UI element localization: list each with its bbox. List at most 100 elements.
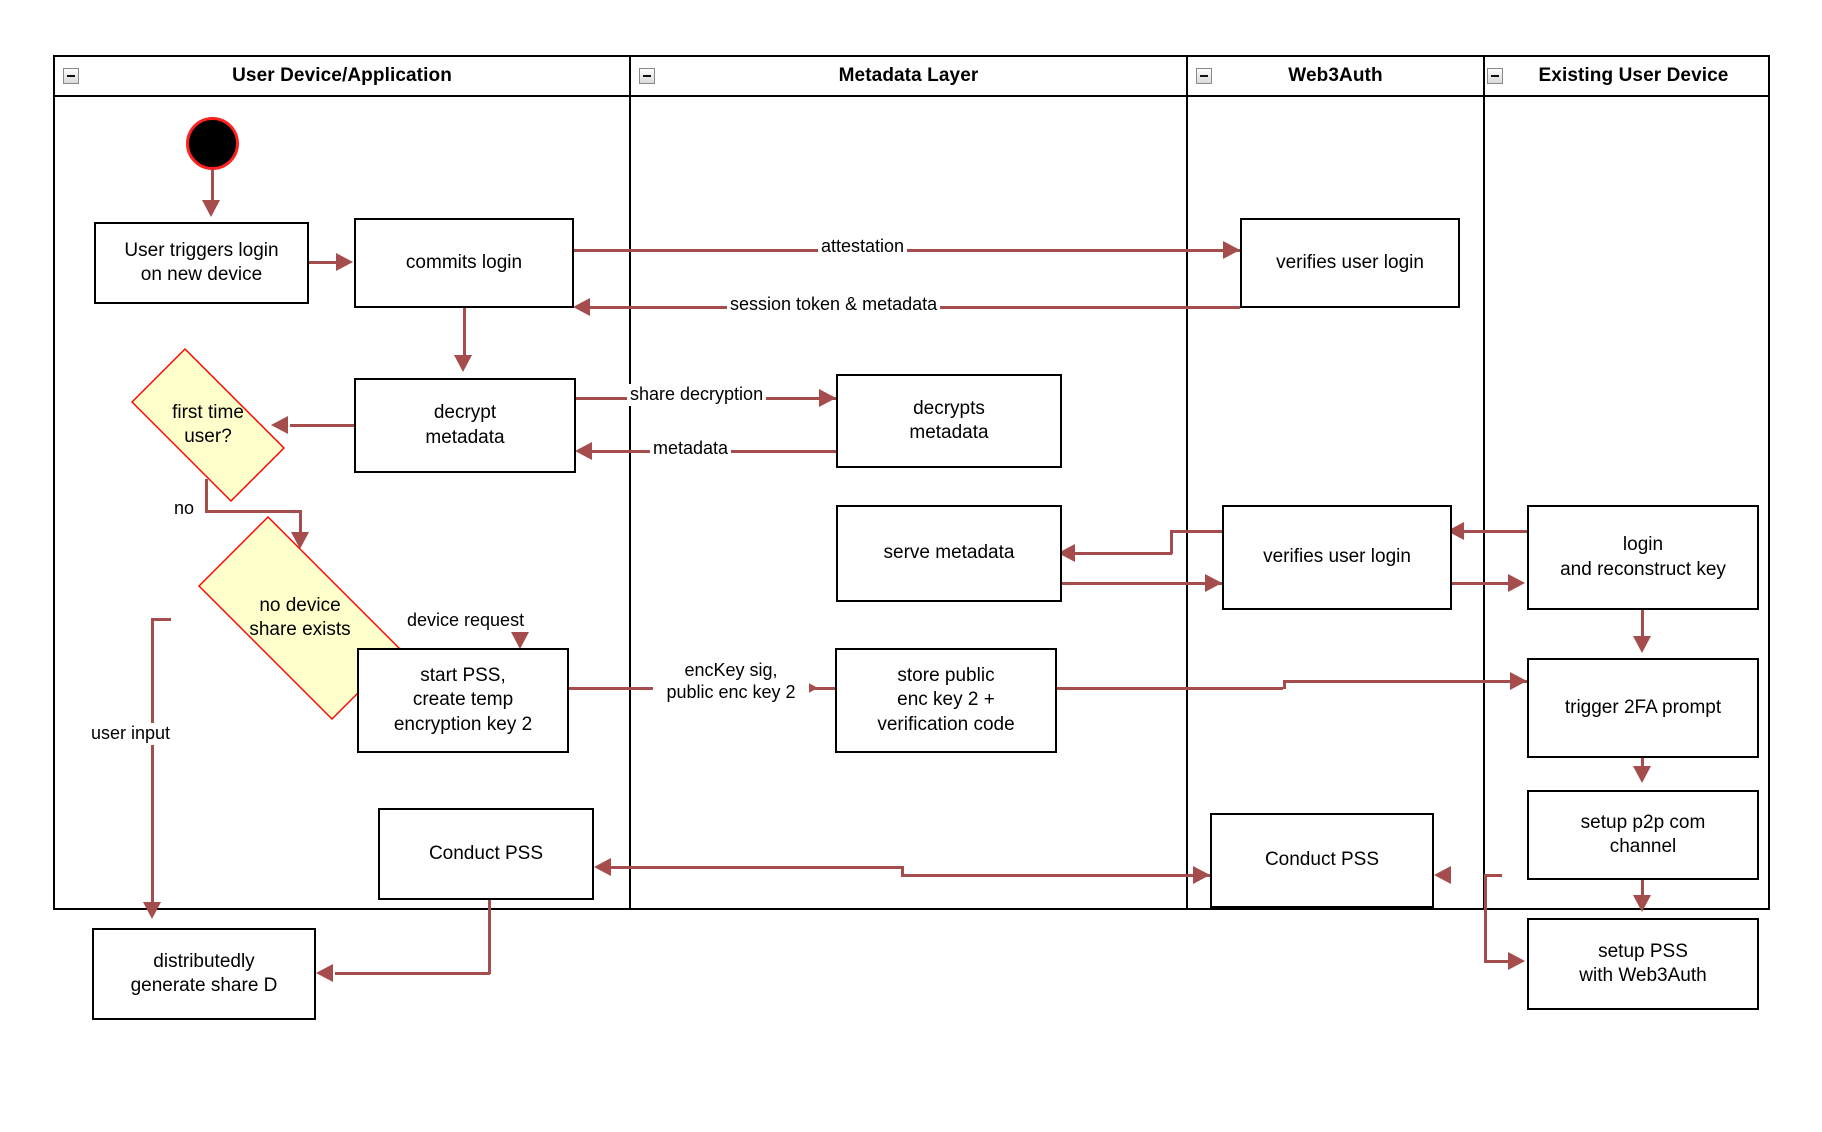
arrowhead-right — [1510, 672, 1527, 690]
arrowhead-right — [1223, 241, 1240, 259]
node-first-time-user[interactable]: first time user? — [108, 348, 308, 502]
arrowhead-left — [594, 858, 611, 876]
arrowhead-down — [1633, 895, 1651, 912]
edge-label-enckey-sig: encKey sig, public enc key 2 — [653, 660, 809, 704]
edge-label-user-input: user input — [88, 723, 174, 745]
edge-commits-to-decrypt — [463, 308, 466, 361]
node-label: User triggers login on new device — [124, 239, 279, 285]
lane-header-web3auth[interactable]: Web3Auth — [1188, 57, 1485, 97]
edge-user-triggers-to-commits — [309, 261, 339, 264]
node-decrypts-metadata[interactable]: decrypts metadata — [836, 374, 1062, 468]
edge-verifies-2-to-login — [1452, 582, 1510, 585]
node-label: setup PSS with Web3Auth — [1579, 940, 1707, 986]
arrowhead-down — [1633, 636, 1651, 653]
edge-setup-pss-to-conduct-pss-h — [1484, 874, 1502, 877]
node-user-triggers-login[interactable]: User triggers login on new device — [94, 222, 309, 304]
edge-trigger2fa-to-p2p — [1641, 758, 1644, 772]
node-setup-pss-with-web3auth[interactable]: setup PSS with Web3Auth — [1527, 918, 1759, 1010]
lane-divider-2 — [1186, 97, 1188, 908]
edge-verifies-2-to-serve-metadata-in — [1062, 552, 1172, 555]
node-commits-login[interactable]: commits login — [354, 218, 574, 308]
node-label: login and reconstruct key — [1560, 534, 1726, 580]
node-label: verifies user login — [1276, 251, 1424, 273]
node-label: Conduct PSS — [1264, 849, 1380, 871]
arrowhead-down — [1633, 766, 1651, 783]
arrowhead-left — [271, 416, 288, 434]
node-serve-metadata[interactable]: serve metadata — [836, 505, 1062, 602]
lane-header-user-device-application[interactable]: User Device/Application — [55, 57, 631, 97]
arrowhead-right — [1205, 574, 1222, 592]
node-start-pss[interactable]: start PSS, create temp encryption key 2 — [357, 648, 569, 753]
edge-verifies-2-to-serve-metadata-top — [1170, 530, 1224, 533]
edge-store-key-to-trigger2fa-1 — [1057, 687, 1283, 690]
node-label: commits login — [405, 251, 523, 273]
node-verifies-user-login-1[interactable]: verifies user login — [1240, 218, 1460, 308]
arrowhead-down — [454, 355, 472, 372]
node-no-device-share-exists[interactable]: no device share exists — [166, 516, 434, 720]
edge-conduct-pss-link-right — [901, 874, 1210, 877]
edge-setup-pss-to-conduct-pss-v — [1484, 876, 1487, 962]
edge-label-share-decryption: share decryption — [627, 384, 767, 406]
node-verifies-user-login-2[interactable]: verifies user login — [1222, 505, 1452, 610]
node-label: trigger 2FA prompt — [1564, 696, 1722, 718]
edge-label-attestation: attestation — [818, 236, 908, 258]
node-login-and-reconstruct-key[interactable]: login and reconstruct key — [1527, 505, 1759, 610]
node-label: serve metadata — [883, 542, 1015, 564]
arrowhead-right — [336, 253, 353, 271]
edge-serve-metadata-to-verifies-2-out — [1062, 582, 1222, 585]
node-store-public-enc-key[interactable]: store public enc key 2 + verification co… — [835, 648, 1057, 753]
node-conduct-pss-web3auth[interactable]: Conduct PSS — [1210, 813, 1434, 908]
node-label: first time user? — [172, 401, 244, 447]
node-label: Conduct PSS — [428, 842, 544, 864]
edge-store-key-to-trigger2fa-2 — [1283, 680, 1527, 683]
lane-title: User Device/Application — [232, 65, 452, 86]
arrowhead-left — [1058, 544, 1075, 562]
arrowhead-right — [1508, 574, 1525, 592]
edge-setup-pss-in — [1484, 960, 1510, 963]
node-label: verifies user login — [1263, 546, 1411, 568]
arrowhead-down — [511, 632, 529, 649]
edge-label-line-1: encKey sig, — [684, 660, 778, 680]
swimlane-frame — [53, 55, 1770, 910]
collapse-minus-icon[interactable] — [639, 68, 655, 84]
edge-conduct-pss-link-left — [599, 866, 903, 869]
lane-divider-3 — [1483, 97, 1485, 908]
node-setup-p2p-com-channel[interactable]: setup p2p com channel — [1527, 790, 1759, 880]
node-label: start PSS, create temp encryption key 2 — [393, 665, 533, 735]
edge-conduct-pss-link-jog — [901, 866, 904, 876]
node-distributedly-generate-share-d[interactable]: distributedly generate share D — [92, 928, 316, 1020]
edge-start-to-user-triggers-login — [211, 170, 214, 206]
lane-header-existing-user-device[interactable]: Existing User Device — [1485, 57, 1768, 97]
edge-login-to-verifies-2 — [1452, 530, 1527, 533]
collapse-minus-icon[interactable] — [1487, 68, 1503, 84]
node-conduct-pss-user[interactable]: Conduct PSS — [378, 808, 594, 900]
node-decrypt-metadata[interactable]: decrypt metadata — [354, 378, 576, 473]
edge-verifies-2-to-serve-metadata-drop — [1170, 530, 1173, 554]
edge-user-input-out — [151, 618, 171, 621]
arrowhead-left — [316, 964, 333, 982]
lane-title: Existing User Device — [1538, 65, 1729, 86]
edge-user-input-down — [151, 618, 154, 908]
lane-header-metadata-layer[interactable]: Metadata Layer — [631, 57, 1188, 97]
edge-first-time-user-no-drop — [205, 479, 208, 512]
lane-title: Metadata Layer — [838, 65, 979, 86]
edge-label-metadata: metadata — [650, 438, 732, 460]
arrowhead-right — [1508, 952, 1525, 970]
collapse-minus-icon[interactable] — [63, 68, 79, 84]
node-trigger-2fa-prompt[interactable]: trigger 2FA prompt — [1527, 658, 1759, 758]
collapse-minus-icon[interactable] — [1196, 68, 1212, 84]
edge-label-line-2: public enc key 2 — [666, 681, 796, 702]
edge-label-device-request: device request — [404, 610, 528, 632]
node-label: setup p2p com channel — [1580, 811, 1706, 857]
node-label: decrypts metadata — [909, 397, 989, 443]
arrowhead-down — [202, 200, 220, 217]
edge-login-to-trigger2fa — [1641, 610, 1644, 642]
node-label: store public enc key 2 + verification co… — [877, 665, 1015, 735]
edge-store-key-to-trigger2fa-jog — [1283, 680, 1286, 689]
edge-decrypt-to-first-time-user — [290, 424, 354, 427]
arrowhead-down — [143, 902, 161, 919]
lane-title: Web3Auth — [1288, 65, 1383, 86]
lane-divider-1 — [629, 97, 631, 908]
arrowhead-left — [573, 298, 590, 316]
